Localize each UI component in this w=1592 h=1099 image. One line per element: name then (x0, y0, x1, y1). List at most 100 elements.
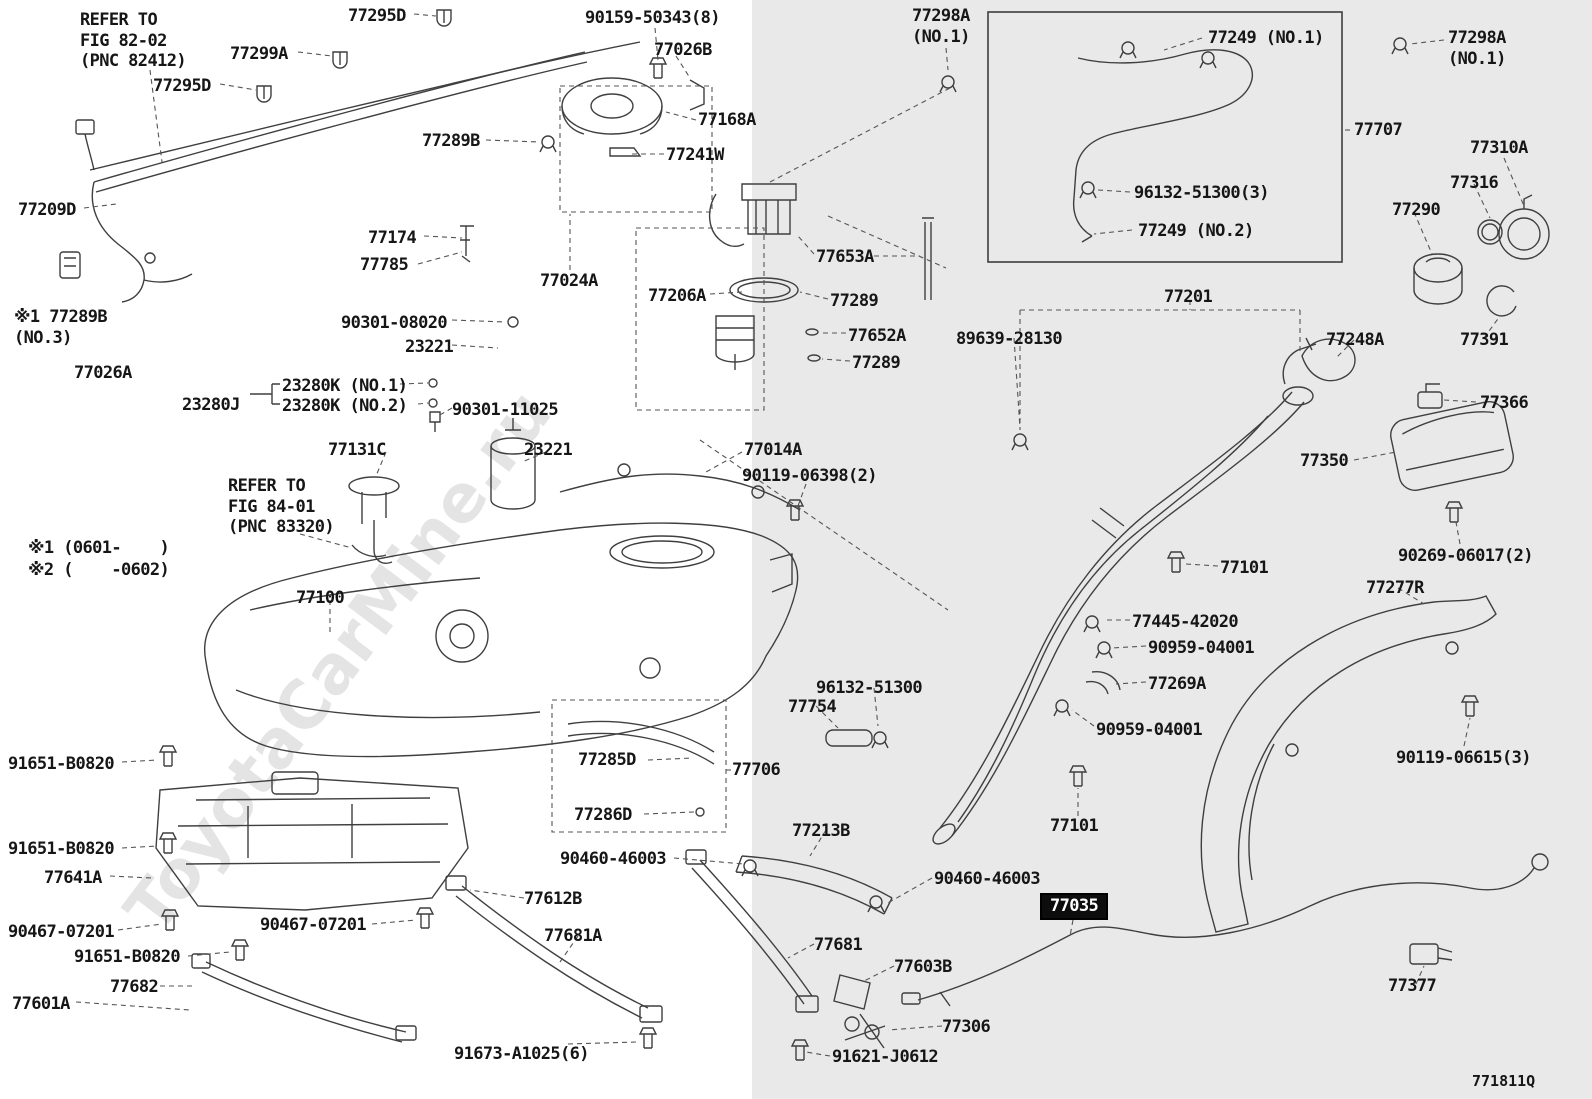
part-label-77310a: 77310A (1470, 138, 1528, 158)
harness-art (460, 225, 801, 511)
filler-pipe-art (932, 331, 1356, 845)
fuel-cap-art (1413, 194, 1550, 317)
part-label-77306: 77306 (942, 1017, 991, 1037)
part-label-77612b: 77612B (524, 889, 582, 909)
bolt-icon (791, 1039, 809, 1061)
bolt-icon (161, 909, 179, 931)
part-label-77295d-top: 77295D (348, 6, 406, 26)
fuel-sender-art (348, 476, 400, 564)
part-label-77298a-no1-right: 77298A (NO.1) (1448, 28, 1506, 69)
hose-clamp-icon (539, 135, 557, 153)
part-label-77035-highlighted: 77035 (1040, 893, 1109, 920)
part-label-90959-04001-a: 90959-04001 (1148, 638, 1255, 658)
part-label-77289b-no3: ※1 77289B (NO.3) (14, 307, 108, 348)
part-label-77298a-no1-left: 77298A (NO.1) (912, 6, 970, 47)
part-label-77168a: 77168A (698, 110, 756, 130)
part-label-77652a: 77652A (848, 326, 906, 346)
bolt-icon (416, 907, 434, 929)
part-label-77289b: 77289B (422, 131, 480, 151)
bolt-icon (231, 939, 249, 961)
part-label-77206a: 77206A (648, 286, 706, 306)
part-label-77286d: 77286D (574, 805, 632, 825)
part-label-90119-06398: 90119-06398(2) (742, 466, 877, 486)
part-label-91651-b0820-a: 91651-B0820 (8, 754, 115, 774)
note-refer-fig-82-02: REFER TO FIG 82-02 (PNC 82412) (80, 10, 187, 72)
part-label-90301-08020: 90301-08020 (341, 313, 448, 333)
part-label-77707: 77707 (1354, 120, 1403, 140)
grommet-icon (1391, 37, 1409, 55)
part-label-23221-bottom: 23221 (524, 440, 573, 460)
part-label-77269a: 77269A (1148, 674, 1206, 694)
hose-clamp-icon (1119, 41, 1137, 59)
part-label-77681: 77681 (814, 935, 863, 955)
pipe-clamp-icon (436, 9, 452, 27)
part-label-77290: 77290 (1392, 200, 1441, 220)
part-label-77641a: 77641A (44, 868, 102, 888)
pipe-clamp-icon (332, 51, 348, 69)
fuel-tank-art (204, 522, 799, 758)
right-background-panel (752, 0, 1592, 1099)
part-label-90959-04001-b: 90959-04001 (1096, 720, 1203, 740)
part-label-77201: 77201 (1164, 287, 1213, 307)
part-label-77026b: 77026B (654, 40, 712, 60)
part-label-77209d: 77209D (18, 200, 76, 220)
fuel-tube-bundle-art (59, 41, 641, 303)
part-label-77706: 77706 (732, 760, 781, 780)
part-label-89639-28130: 89639-28130 (956, 329, 1063, 349)
fuel-lid-art (1390, 383, 1514, 491)
part-label-77249-no2: 77249 (NO.2) (1138, 221, 1254, 241)
hose-clamp-icon (1095, 641, 1113, 659)
part-label-77024a: 77024A (540, 271, 598, 291)
hose-clamp-icon (871, 731, 889, 749)
bolt-icon (1069, 765, 1087, 787)
part-label-90269-06017: 90269-06017(2) (1398, 546, 1533, 566)
hardware-icons (159, 9, 1479, 1061)
fuel-pump-flange-art (561, 77, 705, 157)
part-label-77249-no1: 77249 (NO.1) (1208, 28, 1324, 48)
hose-clamp-icon (1079, 181, 1097, 199)
part-label-91621-j0612: 91621-J0612 (832, 1047, 939, 1067)
part-label-77289-top: 77289 (830, 291, 879, 311)
bolt-icon (649, 57, 667, 79)
part-label-23280k-no1: 23280K (NO.1) (282, 376, 408, 396)
part-label-77174: 77174 (368, 228, 417, 248)
bolt-icon (1445, 501, 1463, 523)
part-label-77131c: 77131C (328, 440, 386, 460)
part-label-91651-b0820-c: 91651-B0820 (74, 947, 181, 967)
part-label-77026a: 77026A (74, 363, 132, 383)
part-label-77100: 77100 (296, 588, 345, 608)
drawing-code: 771811Q (1472, 1072, 1536, 1090)
part-label-91673-a1025: 91673-A1025(6) (454, 1044, 589, 1064)
part-label-77295d-mid: 77295D (153, 76, 211, 96)
part-label-77285d: 77285D (578, 750, 636, 770)
bolt-icon (786, 499, 804, 521)
note-asterisk-2: ※2 ( -0602) (28, 560, 170, 580)
note-asterisk-1: ※1 (0601- ) (28, 538, 170, 558)
part-label-77277r: 77277R (1366, 578, 1424, 598)
breather-tube-art (567, 720, 715, 817)
part-label-77445-42020: 77445-42020 (1132, 612, 1239, 632)
part-label-77213b: 77213B (792, 821, 850, 841)
part-label-77350: 77350 (1300, 451, 1349, 471)
bolt-icon (159, 832, 177, 854)
part-label-77316: 77316 (1450, 173, 1499, 193)
pipe-clamp-icon (1011, 433, 1029, 451)
breather-hose-detail-art (1072, 49, 1253, 243)
part-label-90159-50343: 90159-50343(8) (585, 8, 720, 28)
part-label-91651-b0820-b: 91651-B0820 (8, 839, 115, 859)
detail-box-frame (987, 11, 1343, 263)
part-label-77101-upper: 77101 (1220, 558, 1269, 578)
sub-pump-art (250, 316, 536, 510)
hose-clamp-icon (1083, 615, 1101, 633)
part-label-77653a: 77653A (816, 247, 874, 267)
part-label-90460-46003-a: 90460-46003 (560, 849, 667, 869)
part-label-77682: 77682 (110, 977, 159, 997)
part-label-96132-51300-3: 96132-51300(3) (1134, 183, 1269, 203)
part-label-77601a: 77601A (12, 994, 70, 1014)
tank-protector-art (155, 771, 469, 911)
part-label-90119-06615: 90119-06615(3) (1396, 748, 1531, 768)
part-label-96132-51300-b: 96132-51300 (816, 678, 923, 698)
part-label-77101-lower: 77101 (1050, 816, 1099, 836)
